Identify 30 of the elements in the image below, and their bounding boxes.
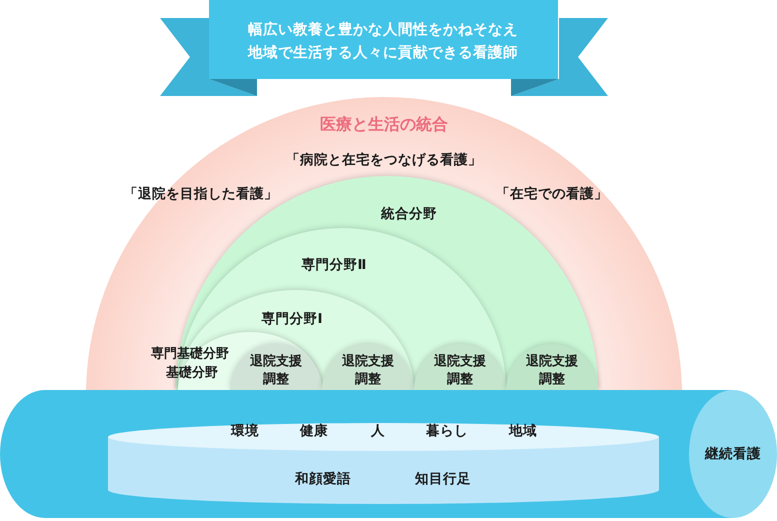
disc-label: 人 [371,423,385,441]
disc-cylinder [108,423,659,505]
field-label: 専門分野Ⅱ [302,257,366,275]
field-label: 専門基礎分野 [151,346,229,364]
phrase-text: 「在宅での看護」 [496,186,608,204]
disc-label: 地域 [509,423,537,441]
horizontal-cylinder [0,390,777,518]
disc-label: 環境 [231,423,259,441]
cylinder-label: 継続看護 [705,446,761,464]
support-semicircle [506,344,598,390]
support-semicircle [322,344,414,390]
field-label: 専門分野Ⅰ [261,311,323,329]
disc-label: 和顔愛語 [295,471,351,489]
disc-label: 暮らし [426,423,468,441]
support-label: 退院支援調整 [341,353,395,389]
phrase-text: 「病院と在宅をつなげる看護」 [286,152,482,170]
support-label: 退院支援調整 [433,353,487,389]
support-label: 退院支援調整 [249,353,303,389]
phrase-text: 「退院を目指した看護」 [124,186,278,204]
heading-text: 医療と生活の統合 [320,114,448,136]
outer-semicircle [86,97,682,390]
disc-label: 健康 [300,423,328,441]
support-semicircle [414,344,506,390]
field-label: 統合分野 [381,206,437,224]
support-semicircle [230,344,322,390]
disc-label: 知目行足 [415,471,471,489]
support-label: 退院支援調整 [525,353,579,389]
field-label: 基礎分野 [166,366,218,382]
ribbon-banner [209,0,558,79]
banner-text: 幅広い教養と豊かな人間性をかねそなえ地域で生活する人々に貢献できる看護師 [246,20,519,62]
